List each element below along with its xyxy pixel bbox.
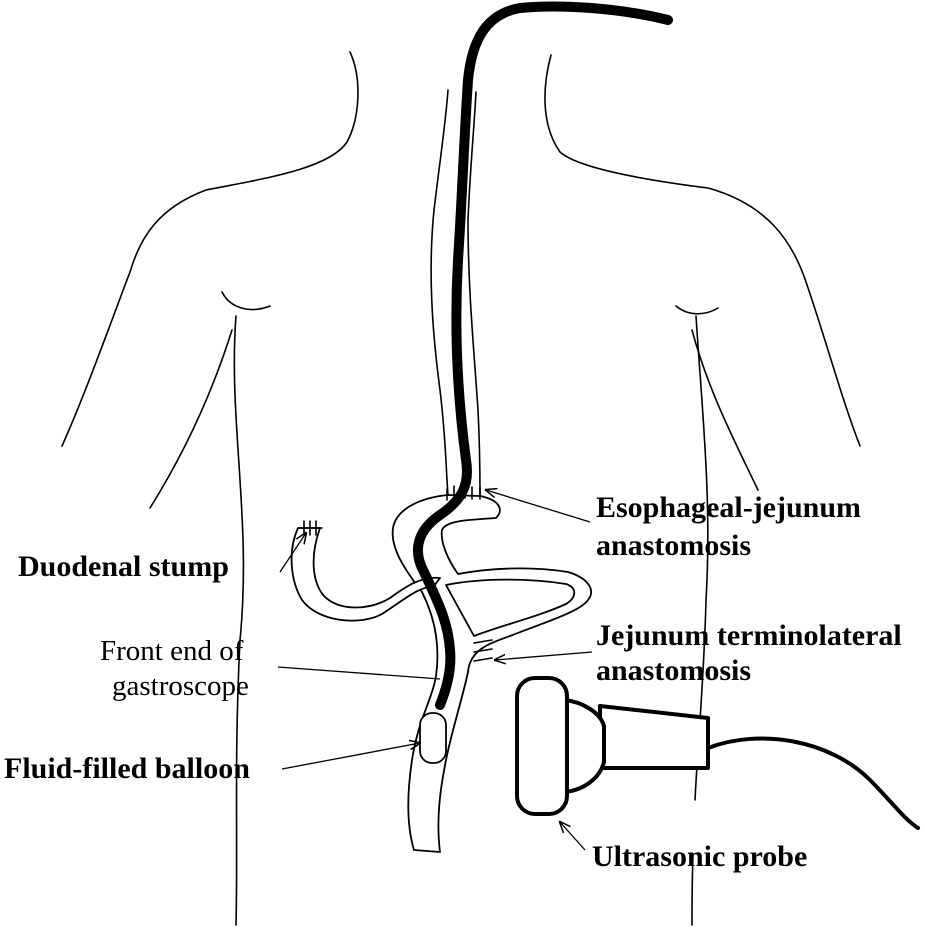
left-chest-line	[149, 329, 233, 509]
leader-front-end	[277, 666, 441, 680]
duodenal-limb	[290, 527, 441, 622]
left-armpit	[221, 291, 271, 311]
esophagus-right-wall	[467, 91, 481, 496]
esophagus	[430, 89, 481, 496]
duodenal-staples	[299, 520, 323, 536]
probe-neck	[563, 698, 606, 794]
ultrasonic-probe	[515, 676, 920, 830]
right-armpit	[675, 305, 719, 315]
labels: Esophageal-jejunum anastomosis Duodenal …	[4, 491, 902, 873]
neck-left	[61, 51, 359, 447]
neck-right	[544, 54, 861, 447]
label-jejunum-line2: anastomosis	[596, 654, 751, 687]
jejunum-inner-loop	[445, 578, 576, 637]
right-torso-lower	[691, 854, 694, 926]
fluid-balloon	[419, 712, 447, 764]
label-front-end-line2: gastroscope	[112, 670, 249, 702]
label-front-end-line1: Front end of	[100, 635, 244, 667]
label-ultrasonic-probe: Ultrasonic probe	[592, 840, 807, 873]
jejunum	[391, 494, 592, 853]
leader-probe	[560, 822, 586, 851]
esophagus-left-wall	[430, 89, 449, 496]
label-esophageal-line2: anastomosis	[596, 529, 751, 562]
jejunum-staples	[473, 639, 493, 662]
probe-head	[515, 676, 569, 816]
leader-duodenal	[279, 533, 306, 573]
body-outline	[61, 51, 861, 926]
gastroscope-cable	[412, 1, 673, 710]
leader-jejunum	[495, 651, 593, 660]
leader-esophageal	[486, 490, 591, 523]
leader-lines	[277, 490, 593, 851]
label-esophageal-line1: Esophageal-jejunum	[596, 491, 861, 524]
probe-handle	[598, 704, 710, 770]
duodenum	[290, 520, 441, 622]
label-jejunum-line1: Jejunum terminolateral	[596, 619, 902, 652]
label-duodenal-stump: Duodenal stump	[18, 550, 229, 583]
leader-balloon	[281, 743, 420, 770]
probe-cable	[706, 736, 920, 830]
left-torso-side	[233, 315, 245, 926]
right-chest-line	[691, 329, 759, 491]
label-fluid-balloon: Fluid-filled balloon	[4, 752, 250, 785]
